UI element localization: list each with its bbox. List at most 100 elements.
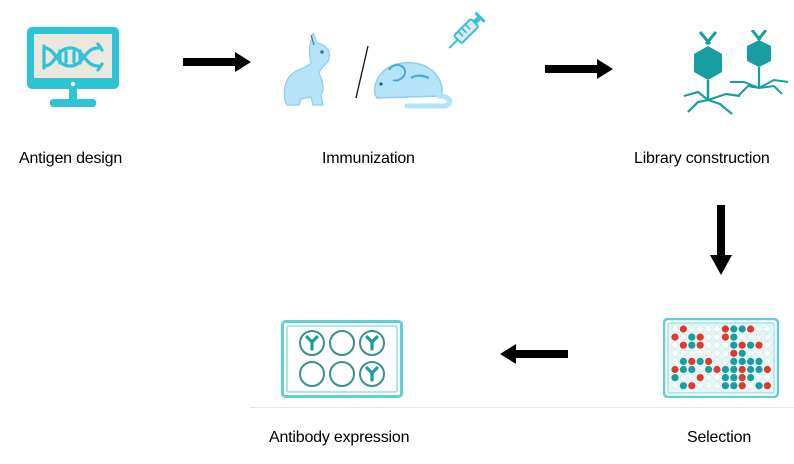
plate-well xyxy=(721,365,729,374)
plate-well xyxy=(738,365,746,374)
plate-well xyxy=(738,374,746,382)
plate-well xyxy=(755,325,763,333)
antibody-icon xyxy=(365,366,379,382)
step-label-immunization: Immunization xyxy=(322,150,415,167)
plate-well xyxy=(671,325,679,333)
plate-well xyxy=(738,333,746,341)
plate-well xyxy=(763,325,771,333)
plate-well xyxy=(721,349,729,357)
plate-well xyxy=(755,374,763,382)
plate-well xyxy=(713,349,721,357)
plate-well xyxy=(696,325,704,333)
plate-well xyxy=(730,382,738,390)
six-well-plate-antibody-icon xyxy=(281,320,403,398)
plate-well xyxy=(329,361,355,387)
monitor-base xyxy=(50,99,96,107)
plate-well xyxy=(696,382,704,390)
plate-well xyxy=(705,325,713,333)
plate-well xyxy=(688,325,696,333)
well-plate-icon xyxy=(663,318,779,398)
plate-well xyxy=(696,333,704,341)
plate-well xyxy=(755,365,763,374)
plate-well xyxy=(705,382,713,390)
plate-well xyxy=(671,374,679,382)
plate-well xyxy=(755,349,763,357)
plate-well xyxy=(738,341,746,349)
plate-well xyxy=(721,325,729,333)
plate-well xyxy=(721,374,729,382)
plate-well xyxy=(713,365,721,374)
monitor-power-dot xyxy=(70,81,76,87)
step-label-library-construction: Library construction xyxy=(634,150,770,167)
arrow-left-icon xyxy=(500,344,568,364)
plate-well xyxy=(738,325,746,333)
plate-well xyxy=(705,357,713,365)
plate-well xyxy=(705,333,713,341)
plate-well xyxy=(696,341,704,349)
plate-well xyxy=(713,341,721,349)
plate-well xyxy=(679,333,687,341)
plate-well xyxy=(721,382,729,390)
plate-well xyxy=(730,365,738,374)
arrow-right-icon xyxy=(545,59,613,79)
plate-well xyxy=(747,349,755,357)
plate-well xyxy=(747,325,755,333)
plate-well xyxy=(679,374,687,382)
plate-well xyxy=(696,365,704,373)
dna-helix-icon xyxy=(42,42,104,72)
plate-well xyxy=(747,341,755,349)
species-separator xyxy=(354,44,370,105)
plate-well xyxy=(679,382,687,390)
plate-well xyxy=(763,365,771,374)
plate-well xyxy=(705,365,713,374)
plate-well xyxy=(299,361,325,387)
arrow-down-icon xyxy=(710,205,732,275)
plate-well xyxy=(688,365,696,374)
divider-line xyxy=(250,407,794,408)
plate-well xyxy=(738,349,746,357)
plate-well xyxy=(747,357,755,365)
plate-well xyxy=(679,349,687,357)
plate-well xyxy=(696,357,704,365)
plate-well xyxy=(763,382,771,390)
rabbit-icon xyxy=(283,33,343,108)
antibody-icon xyxy=(365,335,379,351)
plate-well xyxy=(705,349,713,357)
plate-well xyxy=(671,382,679,390)
plate-well xyxy=(755,341,763,349)
plate-well xyxy=(763,374,771,382)
plate-well xyxy=(721,333,729,341)
plate-well xyxy=(747,333,755,341)
plate-well xyxy=(730,357,738,365)
plate-well xyxy=(688,341,696,349)
plate-well xyxy=(713,357,721,365)
plate-well xyxy=(738,357,746,365)
plate-well xyxy=(671,365,679,374)
plate-well xyxy=(730,325,738,333)
plate-well xyxy=(679,357,687,365)
plate-well xyxy=(747,365,755,374)
plate-well xyxy=(696,374,704,382)
plate-well xyxy=(763,341,771,349)
plate-well xyxy=(688,333,696,341)
plate-well xyxy=(721,341,729,349)
plate-well xyxy=(688,382,696,390)
plate-well xyxy=(730,333,738,341)
plate-well xyxy=(763,349,771,357)
plate-well xyxy=(755,382,763,390)
plate-well xyxy=(747,374,755,382)
plate-well xyxy=(730,341,738,349)
plate-well xyxy=(755,333,763,341)
plate-well xyxy=(688,374,696,382)
bacteriophage-icon xyxy=(682,30,790,120)
step-label-selection: Selection xyxy=(687,429,752,446)
plate-well xyxy=(679,341,687,349)
plate-well xyxy=(747,382,755,390)
step-label-antigen-design: Antigen design xyxy=(19,150,123,167)
syringe-icon xyxy=(442,4,494,56)
plate-well xyxy=(713,374,721,382)
plate-well xyxy=(721,357,729,365)
plate-well xyxy=(713,325,721,333)
plate-well xyxy=(738,382,746,390)
plate-well xyxy=(671,357,679,365)
